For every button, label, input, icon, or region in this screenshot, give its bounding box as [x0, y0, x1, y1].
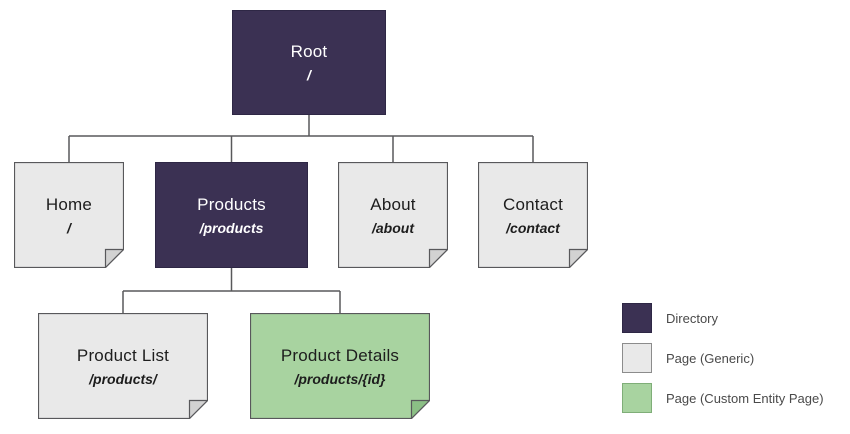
page-shape — [478, 162, 588, 268]
node-about-path: /about — [372, 219, 414, 236]
node-about-title: About — [370, 194, 416, 214]
node-product-details-title: Product Details — [280, 345, 400, 365]
node-product-list: Product List /products/ — [38, 313, 208, 419]
node-about: About /about — [338, 162, 448, 268]
legend-label: Page (Generic) — [666, 350, 755, 366]
page-shape — [338, 162, 448, 268]
legend-item-page-entity: Page (Custom Entity Page) — [622, 383, 824, 413]
node-root: Root / — [232, 10, 386, 115]
legend-label: Directory — [666, 310, 719, 326]
directory-swatch — [622, 303, 652, 333]
node-products: Products /products — [155, 162, 308, 268]
page-shape — [38, 313, 208, 419]
node-home-path: / — [67, 219, 71, 236]
node-products-title: Products — [197, 194, 266, 214]
node-products-path: /products — [199, 219, 264, 236]
node-product-details-path: /products/{id} — [294, 370, 386, 387]
node-product-details: Product Details /products/{id} — [250, 313, 430, 419]
page-generic-swatch — [622, 343, 652, 373]
node-root-path: / — [307, 67, 311, 83]
node-contact: Contact /contact — [478, 162, 588, 268]
legend-item-directory: Directory — [622, 303, 824, 333]
node-contact-path: /contact — [506, 219, 560, 236]
legend: Directory Page (Generic) Page (Custom En… — [622, 303, 824, 423]
node-product-list-title: Product List — [76, 345, 170, 365]
page-shape — [250, 313, 430, 419]
legend-label: Page (Custom Entity Page) — [666, 390, 824, 406]
legend-item-page-generic: Page (Generic) — [622, 343, 824, 373]
node-home-title: Home — [45, 194, 93, 214]
node-product-list-path: /products/ — [89, 370, 157, 387]
node-root-title: Root — [290, 42, 328, 61]
node-home: Home / — [14, 162, 124, 268]
page-shape — [14, 162, 124, 268]
page-entity-swatch — [622, 383, 652, 413]
node-contact-title: Contact — [503, 194, 563, 214]
